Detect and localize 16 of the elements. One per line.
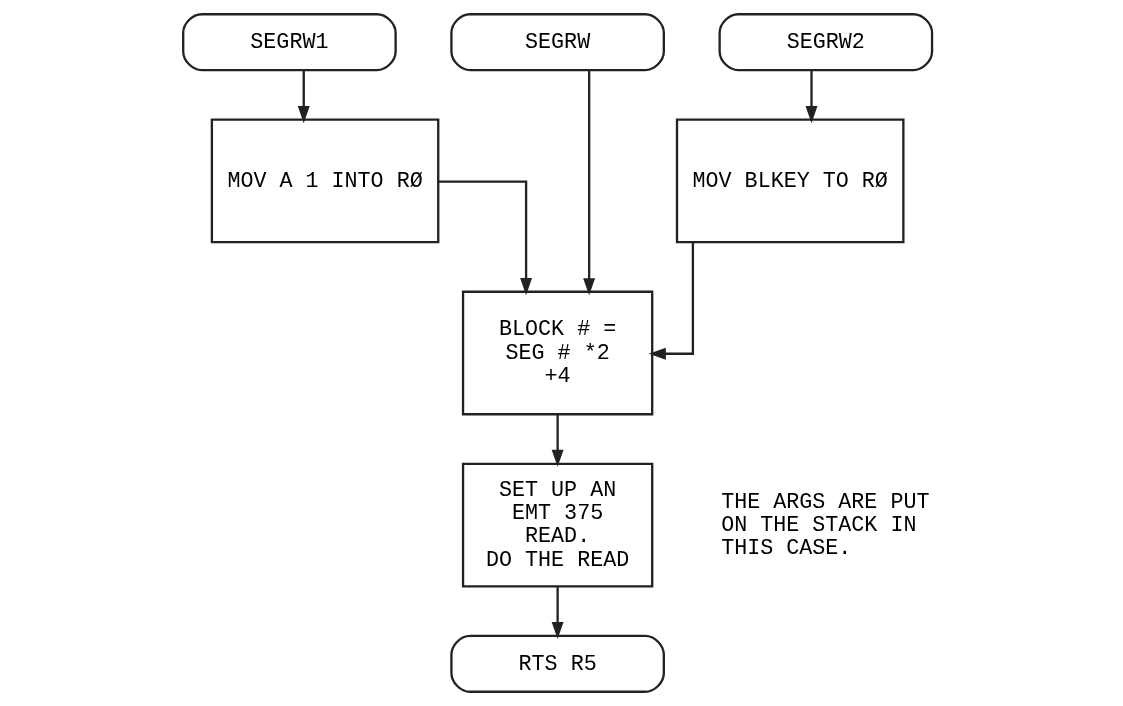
arrow bbox=[438, 180, 533, 296]
arrow bbox=[805, 70, 818, 124]
node-box: MOV A 1 INTO RØ bbox=[210, 118, 440, 244]
node-label: THE ARGS ARE PUT ON THE STACK IN THIS CASE. bbox=[721, 489, 930, 562]
node-box: SEGRW bbox=[450, 13, 665, 72]
arrow bbox=[297, 70, 310, 124]
node-box: SEGRW2 bbox=[718, 13, 934, 72]
node-box: BLOCK # = SEG # *2 +4 bbox=[461, 290, 654, 416]
node-box: SET UP AN EMT 375 READ. DO THE READ bbox=[461, 462, 654, 588]
arrow bbox=[551, 586, 564, 640]
node-box: MOV BLKEY TO RØ bbox=[675, 118, 905, 244]
arrow bbox=[583, 70, 596, 296]
arrow bbox=[551, 414, 564, 467]
arrow bbox=[648, 242, 695, 360]
node-box: SEGRW1 bbox=[182, 13, 397, 72]
node-box: RTS R5 bbox=[450, 634, 665, 693]
